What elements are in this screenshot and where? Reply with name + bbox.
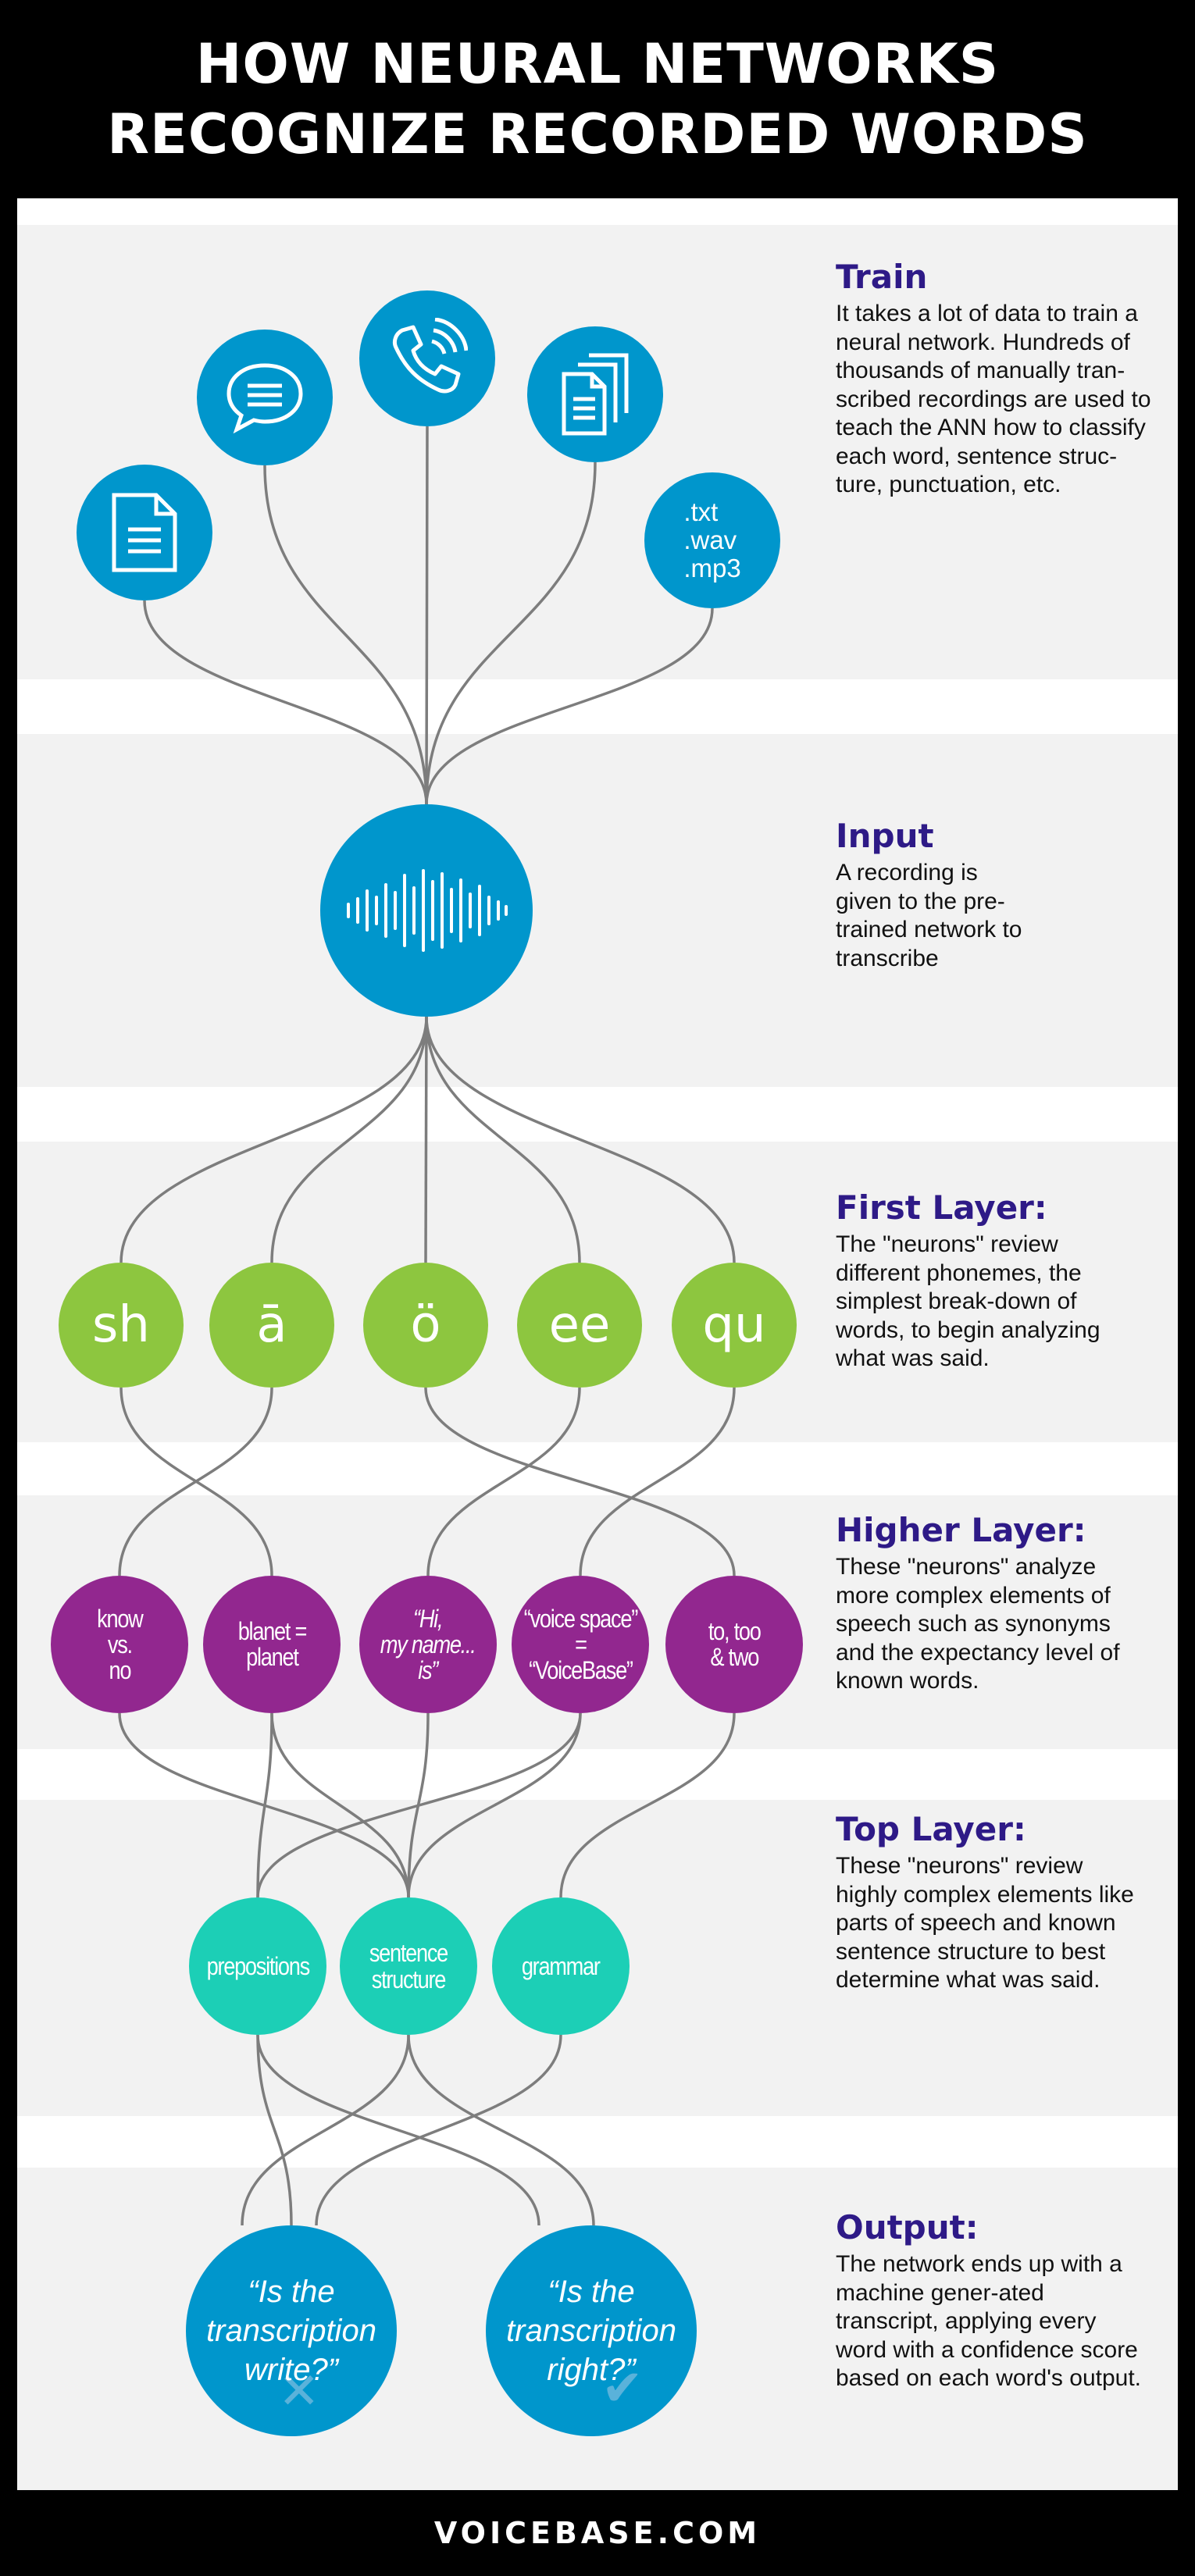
higher-label: blanet = planet [237,1617,307,1671]
phoneme-node-5: qu [672,1263,797,1388]
description-first-layer: First Layer: The "neurons" review differ… [836,1188,1156,1374]
description-title: Input [836,817,934,855]
higher-to-top-layer-line [559,1712,736,1898]
higher-to-top-layer-line [256,1712,582,1898]
check-icon: ✔ [601,2360,644,2417]
higher-label: to, too & two [708,1617,762,1671]
higher-label: “voice space” = “VoiceBase” [523,1604,637,1684]
x-icon: ✕ [278,2363,320,2421]
top-node-grammar: grammar [492,1897,630,2035]
train-node-extensions: .txt .wav .mp3 [644,472,780,608]
phoneme-label: ö [410,1296,441,1354]
higher-to-top-layer-line [270,1712,410,1898]
higher-label: know vs. no [96,1604,144,1684]
document-icon [109,492,180,573]
header: HOW NEURAL NETWORKS RECOGNIZE RECORDED W… [0,0,1195,198]
first-to-higher-layer-line [424,1387,736,1577]
footer: VOICEBASE.COM [0,2490,1195,2576]
title-line-2: RECOGNIZE RECORDED WORDS [107,102,1088,166]
file-extensions-label: .txt .wav .mp3 [683,497,741,583]
input-to-first-layer-line [425,1016,581,1263]
top-to-output-line [256,2034,540,2226]
description-output: Output: The network ends up with a machi… [836,2208,1156,2393]
title-line-1: HOW NEURAL NETWORKS [195,32,1000,96]
first-to-higher-layer-line [118,1387,273,1577]
band-input [17,734,1178,1087]
phoneme-label: ee [548,1296,611,1354]
top-to-output-line [407,2034,595,2226]
description-title: First Layer: [836,1188,1047,1227]
top-node-sentence-structure: sentence structure [340,1897,477,2035]
top-to-output-line [315,2034,562,2226]
description-input: Input A recording is given to the pre-tr… [836,817,1156,973]
description-higher-layer: Higher Layer: These "neurons" analyze mo… [836,1511,1156,1696]
top-to-output-line [256,2034,293,2226]
phoneme-label: ā [256,1296,287,1354]
higher-label: “Hi, my name... is” [380,1604,476,1684]
description-body: A recording is given to the pre-trained … [836,860,1022,971]
train-node-documents [527,326,663,462]
train-to-input-line [143,600,428,805]
footer-brand: VOICEBASE.COM [433,2516,762,2550]
top-label: sentence structure [369,1939,448,1993]
stacked-documents-icon [555,352,636,436]
description-body: These "neurons" review highly complex el… [836,1853,1134,1993]
output-label-right: “Is the transcription right?” [506,2275,676,2387]
first-to-higher-layer-line [579,1387,736,1577]
higher-node-3: “Hi, my name... is” [359,1576,497,1713]
train-node-phone [359,290,495,426]
higher-node-4: “voice space” = “VoiceBase” [512,1576,649,1713]
train-to-input-line [263,465,428,805]
description-top-layer: Top Layer: These "neurons" review highly… [836,1810,1156,1995]
higher-node-1: know vs. no [51,1576,188,1713]
input-to-first-layer-line [120,1016,428,1263]
description-body: These "neurons" analyze more complex ele… [836,1554,1120,1694]
description-title: Higher Layer: [836,1511,1086,1549]
input-to-first-layer-line [270,1016,428,1263]
phoneme-label: sh [92,1296,150,1354]
description-body: It takes a lot of data to train a neural… [836,301,1151,497]
top-to-output-line [241,2034,410,2226]
phoneme-label: qu [702,1296,766,1354]
chat-bubble-icon [224,361,305,434]
train-to-input-line [425,607,714,805]
phoneme-node-4: ee [517,1263,642,1388]
higher-to-top-layer-line [407,1712,582,1898]
train-to-input-line [425,426,429,805]
sound-wave-icon [344,868,509,953]
output-node-right: “Is the transcription right?” ✔ [486,2225,697,2436]
top-node-prepositions: prepositions [189,1897,326,2035]
first-to-higher-layer-line [426,1387,581,1577]
input-node [320,804,533,1017]
phone-icon [387,318,468,399]
description-title: Output: [836,2208,979,2246]
description-title: Top Layer: [836,1810,1026,1848]
top-label: grammar [522,1952,601,1980]
phoneme-node-2: ā [209,1263,334,1388]
output-node-write: “Is the transcription write?” ✕ [186,2225,397,2436]
phoneme-node-1: sh [59,1263,184,1388]
description-body: The "neurons" review different phonemes,… [836,1231,1100,1371]
higher-node-2: blanet = planet [203,1576,341,1713]
train-node-chat [197,330,333,465]
description-body: The network ends up with a machine gener… [836,2251,1141,2391]
input-to-first-layer-line [425,1016,736,1263]
output-label-write: “Is the transcription write?” [206,2275,376,2387]
higher-to-top-layer-line [256,1712,273,1898]
higher-node-5: to, too & two [665,1576,803,1713]
description-title: Train [836,258,928,296]
phoneme-node-3: ö [363,1263,488,1388]
train-node-document [77,465,212,600]
top-label: prepositions [206,1952,310,1980]
description-train: Train It takes a lot of data to train a … [836,258,1156,500]
train-to-input-line [425,461,597,805]
